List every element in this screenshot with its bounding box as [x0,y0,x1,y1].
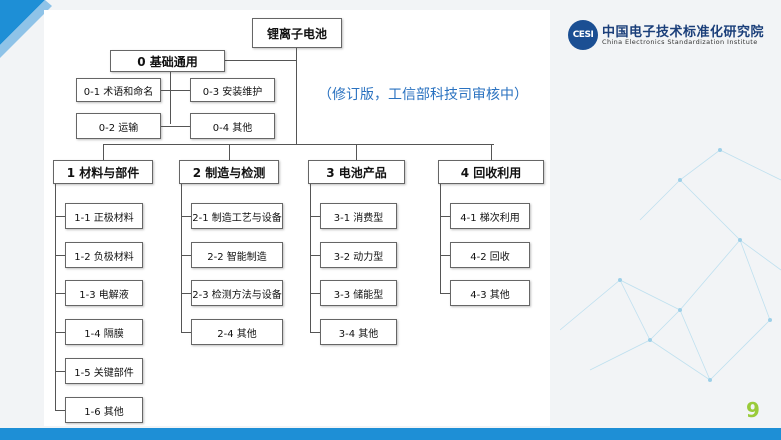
leaf-node: 4-2 回收 [450,242,530,268]
connector-line [170,126,190,127]
leaf-connector [440,216,450,217]
leaf-connector [310,255,320,256]
category-node: 4 回收利用 [438,160,544,184]
logo-english-name: China Electronics Standardization Instit… [602,38,758,46]
leaf-connector [310,332,320,333]
leaf-node: 1-2 负极材料 [65,242,143,268]
base-item-node: 0-1 术语和命名 [76,78,161,102]
leaf-connector [55,293,65,294]
leaf-node: 2-2 智能制造 [191,242,283,268]
revision-note: （修订版，工信部科技司审核中） [318,87,528,103]
root-node: 锂离子电池 [252,18,342,48]
leaf-node: 1-5 关键部件 [65,358,143,384]
connector-line [161,126,170,127]
category-connector [229,144,230,160]
logo-chinese-name: 中国电子技术标准化研究院 [602,25,765,40]
leaf-connector [181,293,191,294]
leaf-node: 4-3 其他 [450,280,530,306]
leaf-node: 3-2 动力型 [320,242,397,268]
leaf-connector [55,332,65,333]
leaf-connector [440,255,450,256]
network-decoration [560,148,781,382]
category-bus [103,144,494,145]
logo-mark: CESI [568,20,598,50]
leaf-node: 2-1 制造工艺与设备 [191,203,283,229]
category-node: 3 电池产品 [308,160,405,184]
leaf-node: 4-1 梯次利用 [450,203,530,229]
category-node: 2 制造与检测 [179,160,279,184]
leaf-node: 1-1 正极材料 [65,203,143,229]
category-spine [181,184,182,332]
category-connector [491,144,492,160]
leaf-node: 2-4 其他 [191,319,283,345]
bottom-bar [0,428,781,440]
base-item-node: 0-3 安装维护 [190,78,275,102]
leaf-node: 1-6 其他 [65,397,143,423]
category-connector [103,144,104,160]
leaf-connector [310,216,320,217]
leaf-connector [181,216,191,217]
connector-line [161,90,170,91]
leaf-connector [310,293,320,294]
leaf-connector [55,216,65,217]
category-spine [310,184,311,332]
page-number: 9 [746,398,760,422]
leaf-node: 1-4 隔膜 [65,319,143,345]
category-connector [356,144,357,160]
leaf-node: 3-3 储能型 [320,280,397,306]
leaf-node: 3-1 消费型 [320,203,397,229]
leaf-connector [55,255,65,256]
category-spine [55,184,56,410]
leaf-connector [55,410,65,411]
leaf-node: 1-3 电解液 [65,280,143,306]
logo: CESI 中国电子技术标准化研究院 China Electronics Stan… [568,20,768,54]
category-node: 1 材料与部件 [53,160,153,184]
base-item-node: 0-4 其他 [190,113,275,139]
connector-line [170,90,190,91]
leaf-node: 3-4 其他 [320,319,397,345]
base-node: 0 基础通用 [110,50,225,72]
base-item-node: 0-2 运输 [76,113,161,139]
leaf-connector [440,293,450,294]
category-spine [440,184,441,293]
leaf-node: 2-3 检测方法与设备 [191,280,283,306]
base-spine [170,72,171,124]
corner-decoration [0,0,52,58]
base-connector [188,60,296,61]
leaf-connector [181,332,191,333]
leaf-connector [181,255,191,256]
leaf-connector [55,371,65,372]
trunk-line [296,48,297,144]
